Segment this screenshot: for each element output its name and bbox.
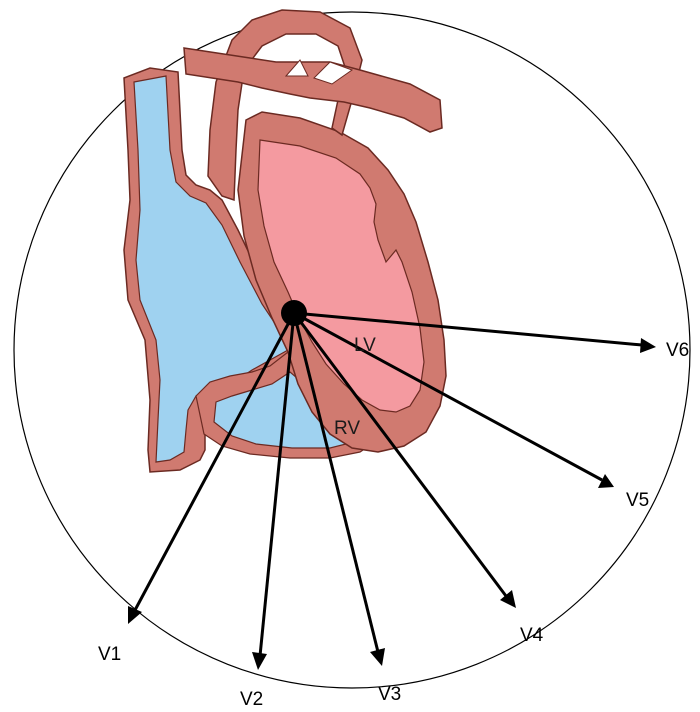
chamber-label-lv: LV: [354, 335, 376, 356]
arrowhead-v3: [370, 648, 385, 666]
lead-label-v2: V2: [240, 689, 263, 710]
lead-label-v6: V6: [666, 340, 689, 361]
arrowhead-v5: [598, 474, 614, 488]
lead-label-v4: V4: [520, 625, 544, 646]
arrowhead-v2: [252, 652, 267, 670]
arrowhead-v6: [640, 338, 656, 353]
lead-label-v5: V5: [626, 490, 649, 511]
chamber-label-rv: RV: [334, 418, 360, 439]
lead-label-v1: V1: [98, 644, 121, 665]
lead-label-v3: V3: [378, 684, 401, 705]
